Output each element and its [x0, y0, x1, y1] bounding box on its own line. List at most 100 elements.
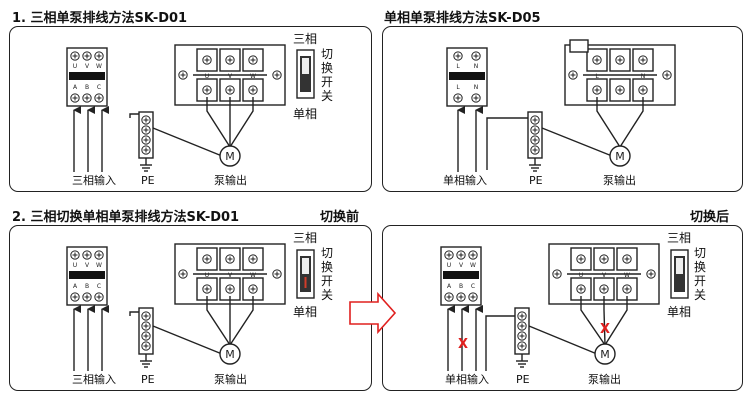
terminal-letter: V — [602, 272, 607, 279]
motor-wire — [206, 97, 231, 148]
breaker-top-letter: W — [470, 262, 476, 269]
pe-screw — [517, 341, 527, 351]
switch-transition-arrow — [349, 291, 397, 335]
breaker-bottom-screw — [94, 292, 104, 302]
mount-screw-icon — [646, 269, 656, 279]
switch-three-label: 三相 — [667, 231, 692, 245]
terminal-screw — [225, 254, 235, 264]
motor-icon — [219, 343, 241, 365]
terminal-screw — [638, 55, 648, 65]
pe-screw — [141, 321, 151, 331]
motor-wire — [619, 97, 644, 148]
breaker-bottom-screw — [453, 93, 463, 103]
heading-sk-d01: 1. 三相单泵排线方法SK-D01 — [12, 11, 188, 26]
pe-wire — [485, 315, 515, 371]
breaker-bottom-letter: A — [73, 84, 78, 91]
breaker-bottom-letter: B — [459, 283, 463, 290]
switch-lever — [676, 258, 683, 274]
motor-label: M — [225, 150, 235, 163]
motor-wire — [604, 296, 628, 346]
breaker-bottom-letter: L — [456, 84, 460, 91]
pe-screw — [141, 115, 151, 125]
label-pe: PE — [141, 174, 155, 187]
switch-single-label: 单相 — [667, 305, 692, 319]
terminal-letter: V — [228, 272, 233, 279]
switch-lever — [302, 258, 309, 274]
terminal-screw — [599, 254, 609, 264]
pe-screw — [530, 135, 540, 145]
pe-screw — [517, 311, 527, 321]
label-pump-output: 泵输出 — [603, 174, 636, 187]
label-three-phase-input: 三相输入 — [72, 174, 116, 187]
breaker-bottom-letter: B — [85, 84, 89, 91]
ground-wire — [152, 325, 223, 355]
motor-icon — [609, 145, 631, 167]
breaker-top-letter: U — [73, 262, 77, 269]
pe-wire — [129, 113, 139, 118]
breaker-top-letter: U — [447, 262, 451, 269]
terminal-letter: V — [228, 73, 233, 80]
heading-sk-d05: 单相单泵排线方法SK-D05 — [384, 11, 541, 26]
terminal-screw — [622, 284, 632, 294]
switch-lever — [302, 58, 309, 74]
terminal-screw — [248, 254, 258, 264]
breaker-bottom-letter: B — [85, 283, 89, 290]
terminal-screw — [248, 85, 258, 95]
terminal-letter: W — [250, 272, 256, 279]
breaker-bottom-letter: C — [97, 84, 101, 91]
ground-wire — [152, 127, 223, 157]
mount-screw-icon — [662, 70, 672, 80]
motor-label: M — [615, 150, 625, 163]
pe-screw — [141, 135, 151, 145]
breaker-top-letter: L — [456, 63, 460, 70]
terminal-letter: L — [595, 73, 599, 80]
breaker-toggle-bar — [69, 72, 105, 80]
breaker-bottom-screw — [471, 93, 481, 103]
terminal-end-plate — [569, 39, 589, 53]
ground-wire — [528, 325, 598, 355]
panel-sk-d05 — [382, 26, 743, 192]
label-pump-output: 泵输出 — [214, 373, 247, 386]
breaker-toggle-bar — [443, 271, 479, 279]
terminal-letter: U — [579, 272, 583, 279]
switch-name-label: 切换开关 — [320, 246, 333, 302]
label-single-phase-input: 单相输入 — [443, 174, 487, 187]
breaker-top-screw — [471, 51, 481, 61]
terminal-letter: W — [624, 272, 630, 279]
breaker-bottom-letter: C — [471, 283, 475, 290]
breaker-top-letter: N — [474, 63, 479, 70]
pe-screw — [530, 115, 540, 125]
motor-wire — [206, 296, 231, 346]
breaker-top-letter: V — [85, 262, 90, 269]
terminal-letter: W — [250, 73, 256, 80]
heading-after-switch: 切换后 — [690, 210, 730, 225]
breaker-top-screw — [70, 250, 80, 260]
breaker-bottom-screw — [468, 292, 478, 302]
motor-wire — [229, 97, 254, 148]
heading-switch-method: 2. 三相切换单相单泵排线方法SK-D01 — [12, 210, 240, 225]
breaker-top-screw — [453, 51, 463, 61]
motor-wire — [229, 296, 254, 346]
breaker-bottom-screw — [456, 292, 466, 302]
terminal-screw — [638, 85, 648, 95]
terminal-letter: U — [205, 272, 209, 279]
mount-screw-icon — [552, 269, 562, 279]
terminal-screw — [576, 284, 586, 294]
label-pump-output: 泵输出 — [214, 174, 247, 187]
motor-label: M — [225, 348, 235, 361]
motor-wire — [596, 97, 621, 148]
terminal-screw — [599, 284, 609, 294]
terminal-screw — [202, 85, 212, 95]
terminal-screw — [576, 254, 586, 264]
breaker-toggle-bar — [69, 271, 105, 279]
mount-screw-icon — [272, 269, 282, 279]
switch-name-label: 切换开关 — [693, 246, 706, 302]
label-pe: PE — [516, 373, 530, 386]
label-pe: PE — [141, 373, 155, 386]
motor-icon — [594, 343, 616, 365]
breaker-bottom-letter: N — [474, 84, 479, 91]
breaker-toggle-bar — [449, 72, 485, 80]
terminal-screw — [202, 55, 212, 65]
ground-wire — [541, 127, 613, 157]
